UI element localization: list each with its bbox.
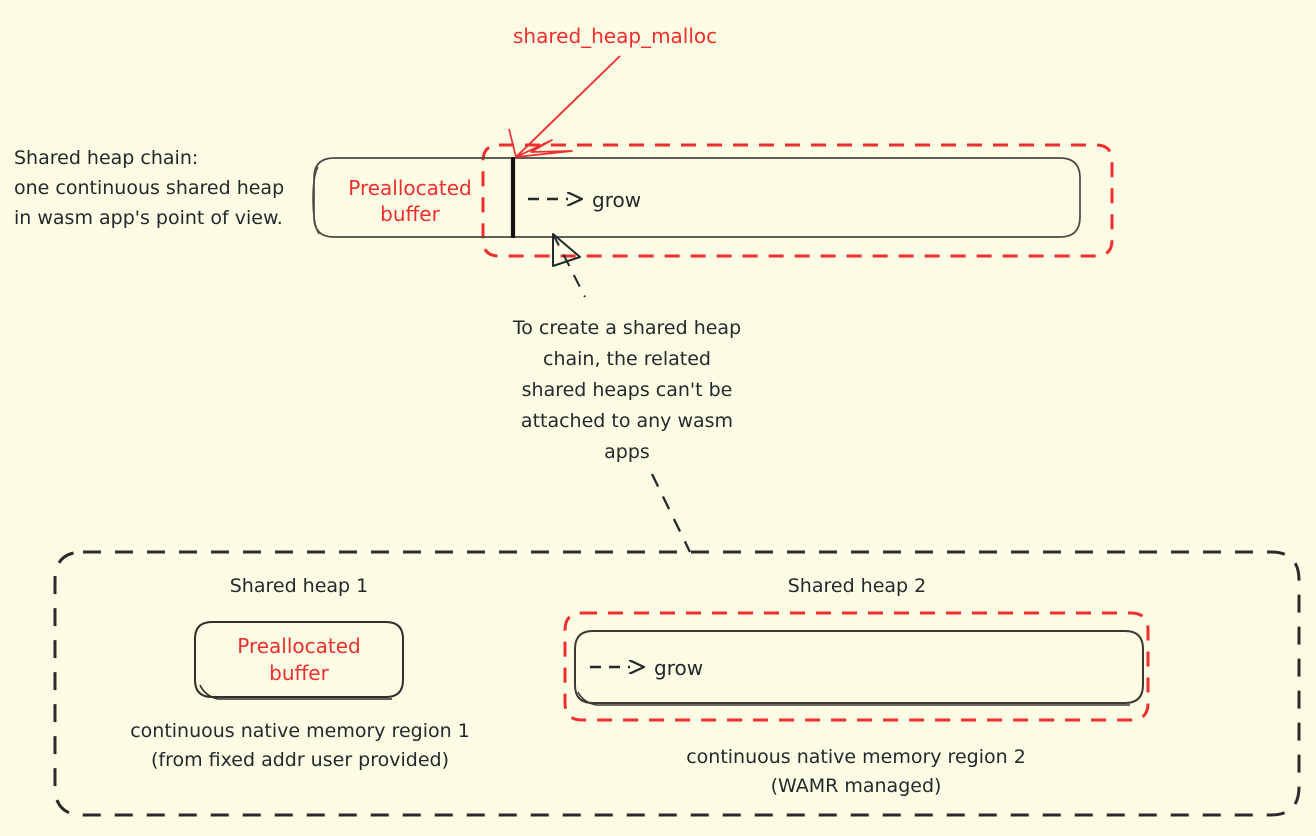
top-grow-label: grow xyxy=(592,188,642,212)
heap1-buffer-label-line2: buffer xyxy=(269,661,329,685)
note-line2: chain, the related xyxy=(543,348,711,370)
heap2-caption-line1: continuous native memory region 2 xyxy=(686,746,1026,768)
shared-heap-malloc-arrow-icon xyxy=(508,55,621,158)
heap1-caption-line1: continuous native memory region 1 xyxy=(130,720,470,742)
note-line1: To create a shared heap xyxy=(512,317,742,339)
heap2-red-dashed-outline xyxy=(563,611,1150,722)
note-line5: apps xyxy=(604,441,650,463)
note-line4: attached to any wasm xyxy=(520,410,734,432)
heap1-caption-line2: (from fixed addr user provided) xyxy=(150,749,449,771)
note-line3: shared heaps can't be xyxy=(521,379,733,401)
heap2-caption-line2: (WAMR managed) xyxy=(770,775,942,797)
note-connector-line-icon xyxy=(650,473,692,553)
top-preallocated-buffer-label-line2: buffer xyxy=(380,202,440,226)
top-preallocated-buffer-label-line1: Preallocated xyxy=(348,176,472,200)
heap2-title: Shared heap 2 xyxy=(787,575,927,597)
shared-heap-chain-caption-line2: one continuous shared heap xyxy=(14,177,285,199)
note-pointer-arrow-icon xyxy=(552,233,586,298)
shared-heap-chain-caption-line1: Shared heap chain: xyxy=(14,147,199,169)
shared-heap-chain-caption-line3: in wasm app's point of view. xyxy=(14,207,283,229)
heap1-title: Shared heap 1 xyxy=(229,575,369,597)
heap1-buffer-label-line1: Preallocated xyxy=(237,634,361,658)
heap2-grow-label: grow xyxy=(654,656,704,680)
top-red-dashed-outline xyxy=(481,143,1114,258)
shared-heap-malloc-annotation: shared_heap_malloc xyxy=(513,24,718,48)
